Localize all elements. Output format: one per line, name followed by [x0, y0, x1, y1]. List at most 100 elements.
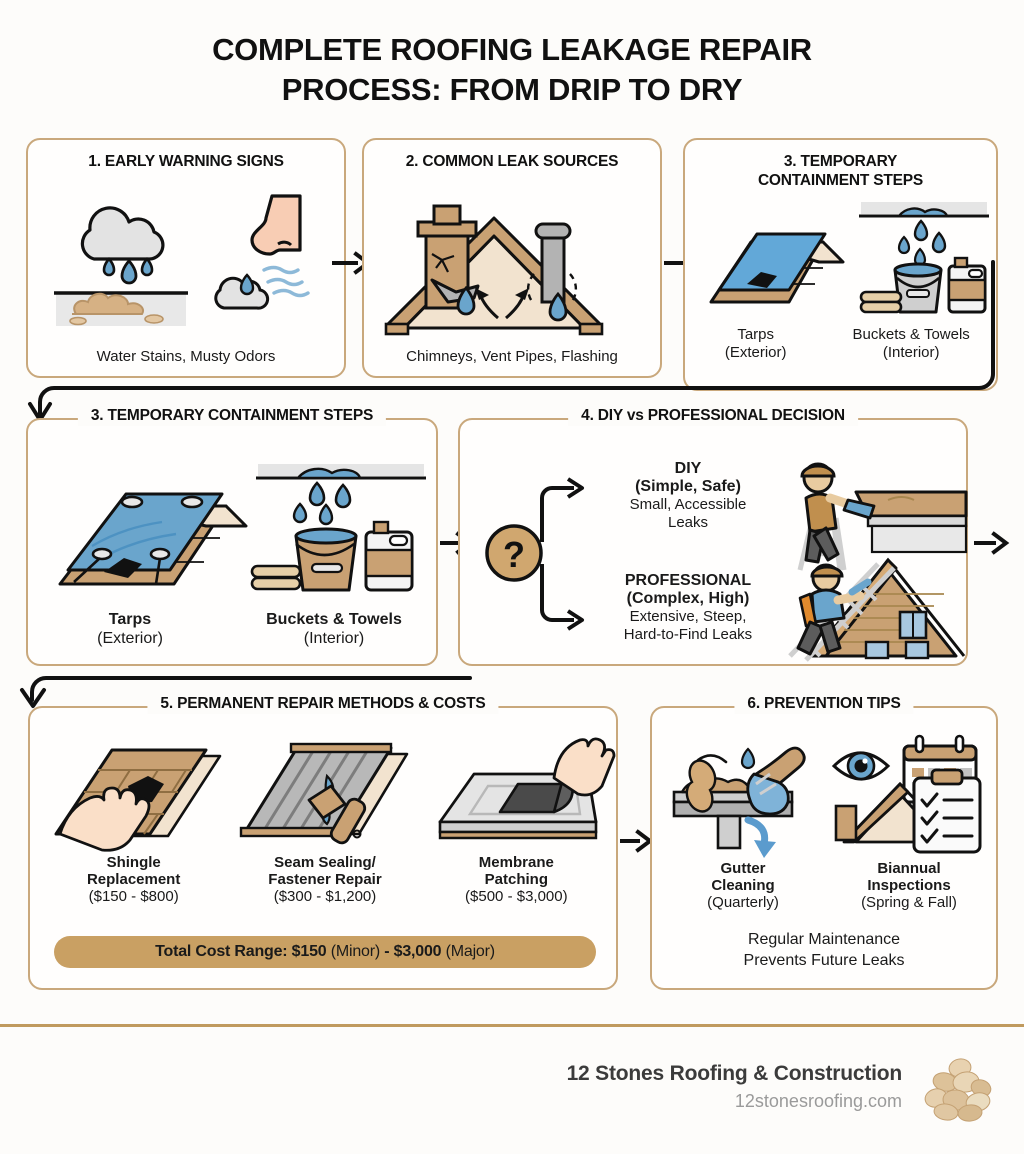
panel-temporary-containment-repeat: 3. TEMPORARY CONTAINMENT STEPS — [26, 407, 438, 666]
arrow-panel5-to-panel6 — [620, 828, 654, 854]
water-drop-icon — [456, 285, 568, 322]
dripping-ceiling-icon — [256, 464, 426, 526]
connector-row2-to-row3 — [12, 656, 472, 716]
method-1-name-line-2: Replacement — [86, 871, 181, 888]
diy-desc-line-1: Small, Accessible — [629, 496, 747, 513]
method-3-name-line-1: Membrane — [478, 854, 554, 871]
panel-3-item2-sub: (Interior) — [882, 344, 940, 361]
total-cost-dash: - — [384, 943, 390, 960]
connector-row1-to-row2 — [10, 260, 1010, 422]
panel-2-caption: Chimneys, Vent Pipes, Flashing — [406, 348, 618, 365]
panel-3-item1-sub: (Exterior) — [724, 344, 787, 361]
panel-temporary-containment-top: 3. TEMPORARY CONTAINMENT STEPS — [683, 138, 998, 391]
jug-icon — [364, 520, 414, 592]
panel-1-title: 1. EARLY WARNING SIGNS — [88, 153, 284, 170]
professional-roofer-icon — [788, 557, 966, 662]
total-cost-label: Total Cost Range: — [155, 943, 288, 960]
panel-3-repeat-labels: Tarps (Exterior) Buckets & Towels (Inter… — [28, 610, 436, 648]
tarp-over-roof-icon — [709, 232, 845, 304]
method-2-cost: ($300 - $1,200) — [273, 888, 377, 905]
title-line-1: COMPLETE ROOFING LEAKAGE REPAIR — [212, 32, 812, 67]
footer-website-url[interactable]: 12stonesroofing.com — [734, 1091, 902, 1111]
panel-3-repeat-item2-name: Buckets & Towels — [266, 611, 402, 628]
panel-4-illustrations — [748, 442, 968, 664]
professional-heading: PROFESSIONAL — [624, 572, 752, 589]
panel-2-artwork — [374, 188, 652, 336]
method-3-name-line-2: Patching — [484, 871, 548, 888]
bucket-icon — [893, 262, 943, 314]
total-cost-min-note: (Minor) — [330, 943, 380, 960]
question-mark-glyph: ? — [503, 534, 525, 575]
method-1-cost: ($150 - $800) — [88, 888, 179, 905]
method-2-name-line-1: Seam Sealing/ — [274, 854, 376, 871]
gutter-cleaning-icon — [672, 746, 806, 858]
tip-gutter-cleaning: Gutter Cleaning (Quarterly) — [660, 730, 826, 911]
vent-pipe-icon — [526, 222, 578, 305]
panel-common-leak-sources: 2. COMMON LEAK SOURCES — [362, 138, 662, 378]
panel-6-footer-note: Regular Maintenance Prevents Future Leak… — [652, 930, 996, 972]
panel-3-labels: Tarps (Exterior) Buckets & Towels (Inter… — [685, 326, 996, 362]
method-seam-sealing: Seam Sealing/ Fastener Repair ($300 - $1… — [229, 730, 420, 905]
clipboard-checklist-icon — [912, 768, 982, 854]
tip-1-sub: (Quarterly) — [707, 894, 779, 911]
membrane-patching-icon — [438, 737, 616, 840]
method-3-cost: ($500 - $3,000) — [465, 888, 568, 905]
panel-4-decision-branch: ? — [478, 468, 608, 638]
panel-3-artwork — [693, 198, 991, 318]
professional-desc-line-1: Extensive, Steep, — [629, 608, 747, 625]
panel-6-tips: Gutter Cleaning (Quarterly) — [660, 730, 992, 911]
method-2-name-line-2: Fastener Repair — [268, 871, 382, 888]
panel-1-caption: Water Stains, Musty Odors — [96, 348, 276, 365]
panel-5-title: 5. PERMANENT REPAIR METHODS & COSTS — [147, 695, 499, 714]
panel-2-title: 2. COMMON LEAK SOURCES — [405, 153, 619, 170]
total-cost-max: $3,000 — [393, 943, 442, 960]
dripping-ceiling-icon — [859, 202, 989, 267]
total-cost-max-note: (Major) — [445, 943, 495, 960]
leak-path-arrows-icon — [475, 288, 529, 320]
bucket-icon — [294, 527, 358, 592]
method-shingle-replacement: Shingle Replacement ($150 - $800) — [38, 730, 229, 905]
panel-3-item2-name: Buckets & Towels — [852, 326, 970, 343]
tip-2-line-1: Biannual — [877, 860, 941, 877]
water-stain-ceiling-icon — [54, 291, 188, 326]
rain-cloud-with-drops-icon — [80, 206, 165, 285]
stacked-stones-logo — [920, 1058, 1000, 1122]
tip-biannual-inspections: Biannual Inspections (Spring & Fall) — [826, 730, 992, 911]
panel-4-professional-block: PROFESSIONAL (Complex, High) Extensive, … — [590, 572, 786, 644]
prevention-note-line-2: Prevents Future Leaks — [743, 951, 905, 969]
professional-desc-line-2: Hard-to-Find Leaks — [623, 626, 753, 643]
panel-6-title: 6. PREVENTION TIPS — [734, 695, 914, 714]
towels-icon — [859, 290, 903, 314]
panel-5-methods: Shingle Replacement ($150 - $800) — [38, 730, 616, 905]
panel-3-repeat-item1-name: Tarps — [108, 611, 152, 628]
musty-odor-cloud-icon — [214, 265, 310, 310]
panel-3-repeat-title: 3. TEMPORARY CONTAINMENT STEPS — [77, 407, 387, 426]
tarp-over-roof-icon — [58, 492, 248, 586]
panel-early-warning-signs: 1. EARLY WARNING SIGNS — [26, 138, 346, 378]
panel-3-item1-name: Tarps — [737, 326, 775, 343]
panel-3-title-line-2: CONTAINMENT STEPS — [757, 171, 924, 189]
title-line-2: PROCESS: FROM DRIP TO DRY — [281, 71, 743, 107]
total-cost-banner: Total Cost Range: $150 (Minor) - $3,000 … — [54, 936, 596, 968]
panel-4-diy-block: DIY (Simple, Safe) Small, Accessible Lea… — [598, 460, 778, 532]
total-cost-min: $150 — [291, 943, 327, 960]
professional-subheading: (Complex, High) — [626, 590, 750, 607]
shingle-replacement-icon — [54, 748, 221, 852]
diy-desc-line-2: Leaks — [667, 514, 709, 531]
towels-icon — [250, 564, 302, 591]
jug-icon — [947, 256, 987, 314]
diy-heading: DIY — [674, 460, 702, 477]
prevention-note-line-1: Regular Maintenance — [747, 931, 901, 948]
diy-worker-on-ladder-icon — [797, 462, 968, 571]
seam-sealing-icon — [239, 742, 409, 845]
arrow-panel4-to-next — [974, 530, 1010, 556]
nose-smelling-icon — [250, 194, 302, 256]
method-1-name-line-1: Shingle — [106, 854, 161, 871]
panel-3-repeat-item1-sub: (Exterior) — [97, 630, 163, 648]
panel-4-title: 4. DIY vs PROFESSIONAL DECISION — [568, 407, 858, 426]
page-title: COMPLETE ROOFING LEAKAGE REPAIR PROCESS:… — [0, 30, 1024, 109]
method-membrane-patching: Membrane Patching ($500 - $3,000) — [421, 730, 616, 905]
tip-2-sub: (Spring & Fall) — [861, 894, 957, 911]
panel-prevention-tips: 6. PREVENTION TIPS — [650, 695, 998, 990]
